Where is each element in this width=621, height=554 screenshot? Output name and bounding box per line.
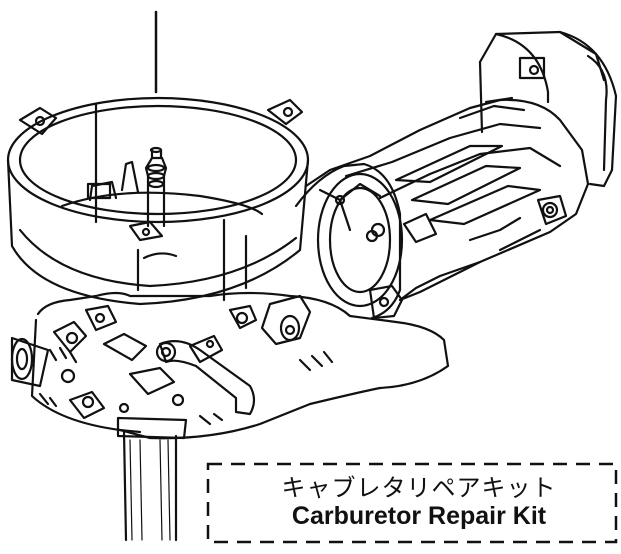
label-english: Carburetor Repair Kit [291, 502, 547, 530]
intake-extension [304, 30, 618, 302]
main-body [10, 162, 450, 440]
air-horn-bowl [6, 96, 310, 306]
callout-dashed-frame [206, 462, 618, 544]
label-japanese: キャブレタリペアキット [281, 474, 557, 502]
throttle-body-pipe [116, 416, 188, 542]
repair-kit-callout: キャブレタリペアキット Carburetor Repair Kit [206, 462, 618, 544]
